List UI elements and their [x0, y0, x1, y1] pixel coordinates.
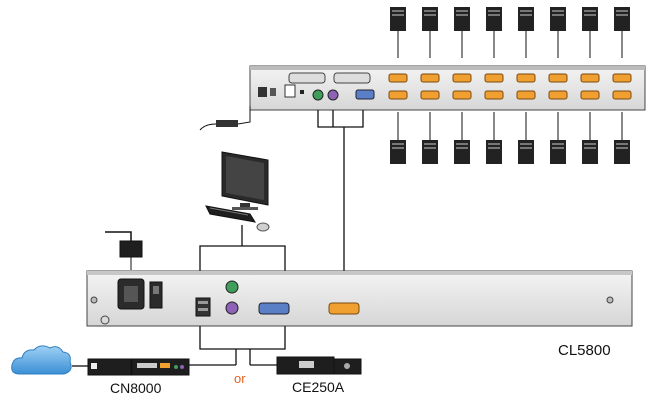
server-tower-icon	[518, 112, 534, 164]
kvm-server-ports	[388, 73, 632, 100]
server-tower-icon	[550, 112, 566, 164]
ground-screw-icon	[100, 315, 110, 325]
kvm-ps2-keyboard-port	[327, 89, 339, 101]
server-row-top	[390, 7, 630, 58]
server-tower-icon	[614, 112, 630, 164]
kvm-chain-port-b	[333, 72, 371, 84]
server-row-bottom	[390, 112, 630, 164]
kvm-firmware-port	[284, 84, 296, 98]
kvm-chain-port-a	[288, 72, 326, 84]
server-tower-icon	[582, 7, 598, 58]
main-unit-label: CL5800	[558, 342, 611, 359]
server-tower-icon	[390, 112, 406, 164]
ps2-keyboard-port	[225, 301, 239, 315]
server-tower-icon	[486, 7, 502, 58]
server-tower-icon	[390, 7, 406, 58]
server-tower-icon	[422, 112, 438, 164]
kvm-ps2-mouse-port	[312, 89, 324, 101]
main-unit-rear-panel	[86, 270, 633, 327]
power-outlet-icon	[105, 231, 143, 270]
kvm-vga-port	[355, 89, 375, 100]
server-tower-icon	[582, 112, 598, 164]
kvm-reset-button	[300, 90, 304, 94]
cn8000-device	[87, 358, 190, 376]
vga-port	[258, 302, 290, 315]
kvm-switch-rear-panel	[249, 65, 646, 111]
ce250a-device	[276, 356, 362, 375]
power-switch	[149, 281, 163, 309]
ps2-mouse-port	[225, 280, 239, 294]
server-tower-icon	[550, 7, 566, 58]
server-tower-icon	[518, 7, 534, 58]
network-cloud-icon	[11, 345, 72, 375]
kvm-power-adapter	[199, 106, 251, 131]
monitor-icon	[221, 151, 269, 210]
mouse-icon	[256, 222, 270, 232]
server-tower-icon	[454, 7, 470, 58]
remote-b-label: CE250A	[292, 379, 345, 395]
server-tower-icon	[454, 112, 470, 164]
kvm-port	[328, 302, 360, 315]
or-separator: or	[234, 371, 246, 386]
kvm-power-switch	[270, 88, 276, 96]
remote-a-label: CN8000	[110, 380, 162, 396]
keyboard-icon	[205, 205, 257, 223]
console-cable	[199, 225, 286, 272]
server-tower-icon	[614, 7, 630, 58]
server-tower-icon	[486, 112, 502, 164]
server-tower-icon	[422, 7, 438, 58]
usb-port	[195, 297, 211, 317]
kvm-power-socket	[258, 87, 267, 97]
